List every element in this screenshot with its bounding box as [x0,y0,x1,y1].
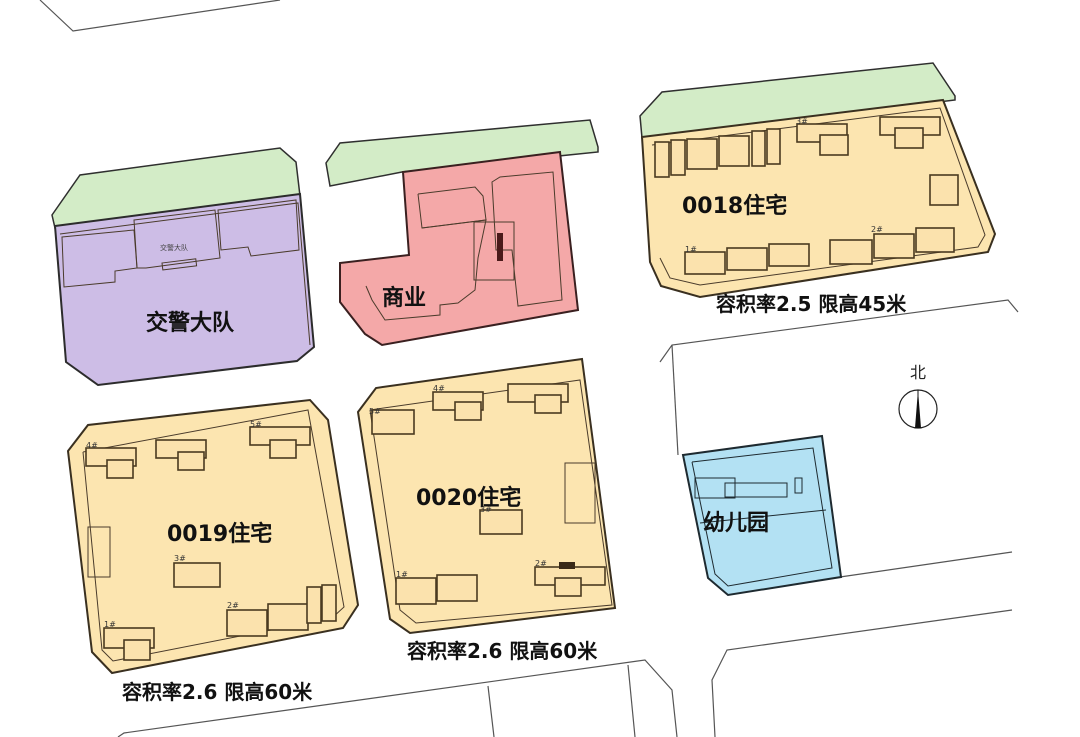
parcel-0018[interactable]: 3# 2# 1# [640,98,997,299]
svg-text:3#: 3# [480,505,492,514]
label-0020: 0020住宅 [416,485,521,511]
svg-text:2#: 2# [227,601,239,610]
parcel-0020[interactable]: 5# 4# 3# 1# 2# [356,357,617,635]
svg-text:1#: 1# [104,620,116,629]
north-label: 北 [910,363,926,382]
svg-text:3#: 3# [796,117,808,126]
road-lines [39,0,1019,737]
svg-text:5#: 5# [250,420,262,429]
label-kindergarten: 幼儿园 [703,510,769,536]
green-belt-commercial [325,119,599,187]
svg-text:3#: 3# [174,554,186,563]
svg-text:4#: 4# [86,441,98,450]
parcel-commercial[interactable] [339,150,580,347]
north-arrow-icon [898,389,938,429]
label-police: 交警大队 [146,310,235,336]
note-0019: 容积率2.6 限高60米 [122,680,313,704]
label-0018: 0018住宅 [682,193,787,219]
label-commercial: 商业 [382,285,426,311]
parcel-kindergarten[interactable] [681,434,843,597]
label-0019: 0019住宅 [167,521,272,547]
note-0020: 容积率2.6 限高60米 [407,639,598,663]
svg-text:4#: 4# [433,384,445,393]
svg-text:5#: 5# [369,407,381,416]
parcel-0019[interactable]: 4# 5# 3# 1# 2# [66,398,360,675]
note-0018: 容积率2.5 限高45米 [716,292,907,316]
svg-text:1#: 1# [396,570,408,579]
police-small-label: 交警大队 [160,243,188,252]
svg-text:2#: 2# [535,559,547,568]
parcel-police[interactable]: 交警大队 [53,192,316,387]
svg-text:2#: 2# [871,225,883,234]
svg-text:1#: 1# [685,245,697,254]
